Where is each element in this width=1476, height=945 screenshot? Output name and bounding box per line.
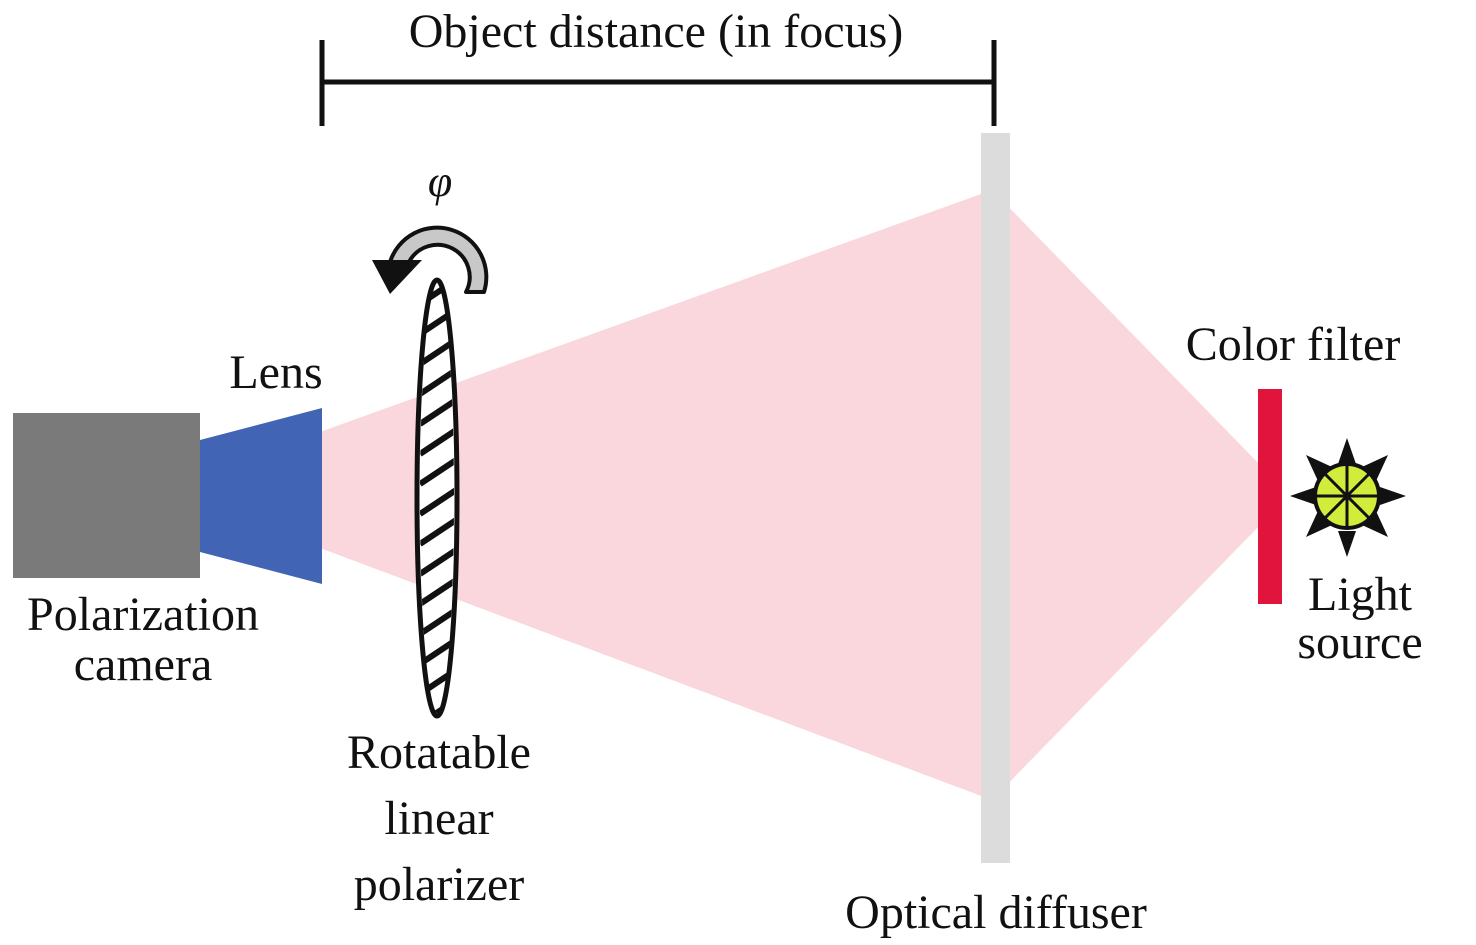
polarizer-label-line2: linear [384, 792, 493, 845]
rotation-arrow-icon [372, 225, 489, 294]
phi-label: φ [428, 157, 452, 206]
camera-label-line2: camera [74, 638, 213, 691]
light-source-label-line1: Light [1308, 568, 1413, 621]
lens-label: Lens [229, 346, 322, 399]
diffuser-label: Optical diffuser [845, 886, 1147, 939]
object-distance-bar [319, 40, 997, 126]
polarizer-label-line3: polarizer [354, 858, 525, 911]
color-filter [1258, 389, 1282, 604]
rotatable-linear-polarizer [414, 277, 460, 719]
polarization-camera [13, 413, 200, 578]
beam-left [320, 190, 992, 800]
light-source-label-line2: source [1297, 616, 1422, 669]
camera-label-line1: Polarization [27, 588, 259, 641]
light-source-icon [1290, 438, 1406, 557]
optical-diffuser [981, 133, 1010, 863]
lens [200, 408, 322, 584]
color-filter-label: Color filter [1186, 318, 1401, 371]
object-distance-label: Object distance (in focus) [409, 5, 903, 58]
polarizer-label-line1: Rotatable [347, 726, 531, 779]
beam-right [992, 190, 1265, 800]
